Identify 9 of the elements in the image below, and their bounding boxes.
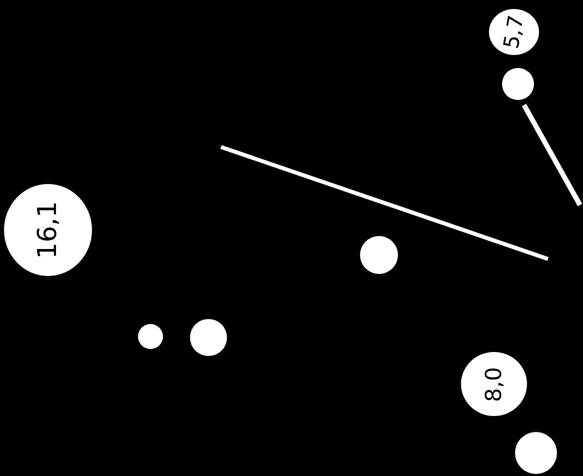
dot [502,68,534,100]
dimension-value: 5,7 [499,13,529,51]
dot [360,236,398,274]
dot [515,432,557,474]
dimension-value: 8,0 [482,366,506,402]
dot [190,318,226,356]
dimension-bubble [489,9,539,55]
dimension-value: 16,1 [33,201,63,259]
dot [138,324,162,348]
